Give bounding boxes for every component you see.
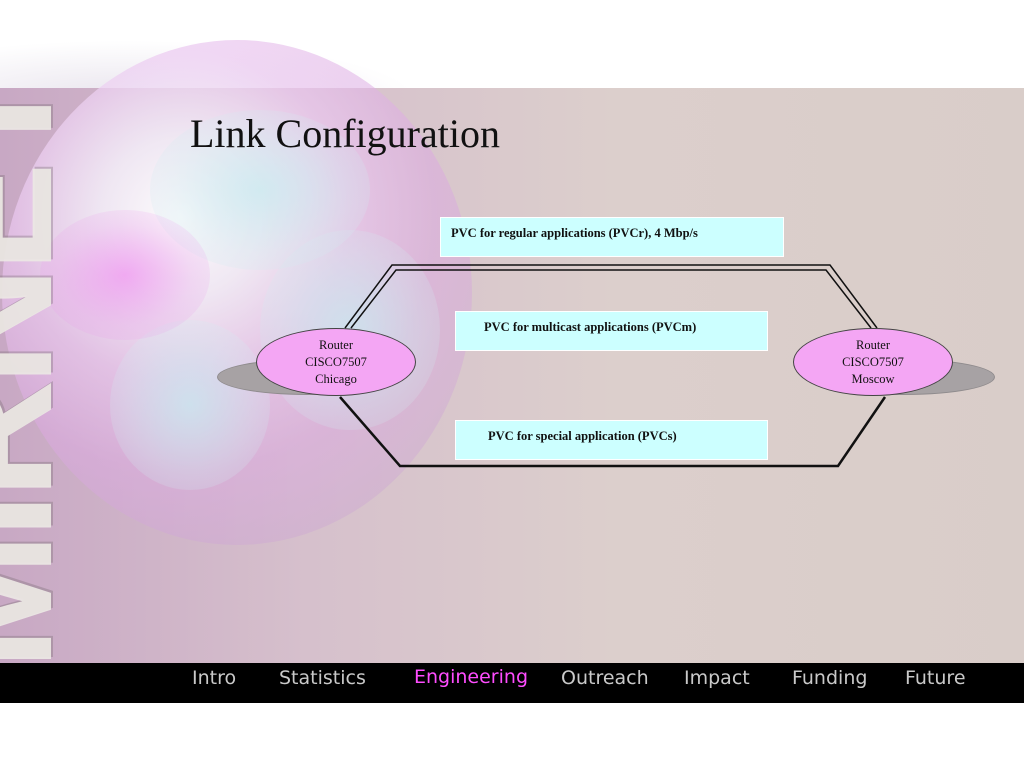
nav-item-intro[interactable]: Intro [192,667,237,689]
router-chicago-type: Router [318,337,354,352]
pvc-special-box: PVC for special application (PVCs) [455,420,768,460]
nav-item-future[interactable]: Future [905,667,966,689]
page-title: Link Configuration [190,111,500,156]
globe-continent [110,320,270,490]
nav-item-impact[interactable]: Impact [684,667,750,689]
pvc-regular-label: PVC for regular applications (PVCr), 4 M… [451,226,698,240]
router-chicago-model: CISCO7507 [305,354,367,369]
nav-item-engineering[interactable]: Engineering [414,666,528,688]
router-chicago: Router CISCO7507 Chicago [256,328,416,396]
nav-item-outreach[interactable]: Outreach [561,667,649,689]
pvc-special-label: PVC for special application (PVCs) [488,429,677,443]
router-moscow-model: CISCO7507 [842,354,904,369]
nav-bar: Intro Statistics Engineering Outreach Im… [0,663,1024,703]
pvc-multicast-box: PVC for multicast applications (PVCm) [455,311,768,351]
nav-item-funding[interactable]: Funding [792,667,868,689]
router-moscow: Router CISCO7507 Moscow [793,328,953,396]
router-moscow-type: Router [855,337,891,352]
pvc-regular-box: PVC for regular applications (PVCr), 4 M… [440,217,784,257]
globe-highlight [40,210,210,340]
router-moscow-location: Moscow [851,371,895,386]
upper-link [344,264,878,329]
nav-item-statistics[interactable]: Statistics [279,667,366,689]
pvc-multicast-label: PVC for multicast applications (PVCm) [484,320,697,334]
lower-link [339,396,887,468]
router-chicago-location: Chicago [315,371,357,386]
